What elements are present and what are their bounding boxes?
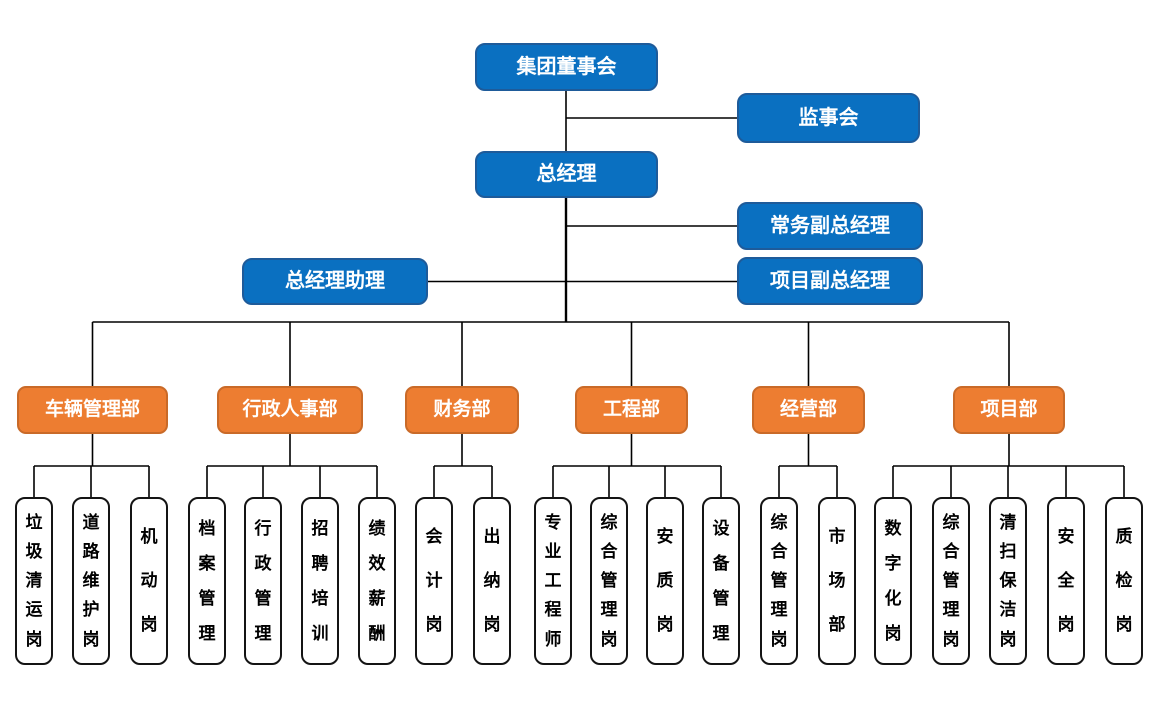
position-node-label: 道路维护岗 [82,512,100,649]
position-node-label: 行政管理 [254,518,272,643]
node-supervisory-board: 监事会 [737,93,920,143]
dept-admin-hr: 行政人事部 [217,386,363,434]
node-project-deputy-gm-label: 项目副总经理 [770,269,890,292]
position-node-label: 设备管理 [712,518,730,643]
dept-finance-label: 财务部 [433,399,491,421]
dept-operations-label: 经营部 [779,399,837,421]
position-node: 市场部 [818,497,856,665]
dept-operations: 经营部 [752,386,865,434]
position-node: 绩效薪酬 [358,497,396,665]
node-project-deputy-gm: 项目副总经理 [737,257,923,305]
position-node-label: 档案管理 [198,518,216,643]
dept-engineering: 工程部 [575,386,688,434]
position-node: 机动岗 [130,497,168,665]
position-node: 会计岗 [415,497,453,665]
dept-project: 项目部 [953,386,1065,434]
position-node: 安质岗 [646,497,684,665]
position-node: 出纳岗 [473,497,511,665]
position-node-label: 出纳岗 [483,527,501,635]
position-node-label: 安全岗 [1057,527,1075,635]
position-node-label: 综合管理岗 [942,512,960,649]
position-node-label: 招聘培训 [311,518,329,643]
position-node: 设备管理 [702,497,740,665]
node-general-manager-label: 总经理 [536,163,597,185]
dept-finance: 财务部 [405,386,519,434]
position-node-label: 质检岗 [1115,527,1133,635]
dept-project-label: 项目部 [980,399,1038,421]
dept-admin-hr-label: 行政人事部 [242,399,338,421]
position-node: 综合管理岗 [760,497,798,665]
node-general-manager: 总经理 [475,151,658,198]
dept-vehicle-management-label: 车辆管理部 [44,399,140,421]
position-node: 数字化岗 [874,497,912,665]
position-node: 综合管理岗 [590,497,628,665]
node-gm-assistant: 总经理助理 [242,258,428,305]
position-node-label: 数字化岗 [884,518,902,643]
position-node-label: 专业工程师 [544,512,562,649]
position-node-label: 会计岗 [425,527,443,635]
position-node: 招聘培训 [301,497,339,665]
position-node: 综合管理岗 [932,497,970,665]
dept-engineering-label: 工程部 [602,399,660,421]
position-node-label: 市场部 [828,527,846,635]
position-node-label: 清扫保洁岗 [999,512,1017,649]
position-node-label: 安质岗 [656,527,674,635]
node-executive-deputy-gm-label: 常务副总经理 [770,214,890,237]
position-node: 安全岗 [1047,497,1085,665]
position-node: 行政管理 [244,497,282,665]
position-node: 垃圾清运岗 [15,497,53,665]
position-node: 清扫保洁岗 [989,497,1027,665]
position-node-label: 绩效薪酬 [368,518,386,643]
dept-vehicle-management: 车辆管理部 [17,386,168,434]
position-node-label: 综合管理岗 [770,512,788,649]
position-node: 质检岗 [1105,497,1143,665]
node-executive-deputy-gm: 常务副总经理 [737,202,923,250]
position-node-label: 综合管理岗 [600,512,618,649]
position-node: 专业工程师 [534,497,572,665]
node-board-of-directors: 集团董事会 [475,43,658,91]
position-node-label: 垃圾清运岗 [25,512,43,649]
node-supervisory-board-label: 监事会 [798,106,859,129]
node-gm-assistant-label: 总经理助理 [285,270,385,292]
position-node: 道路维护岗 [72,497,110,665]
position-node: 档案管理 [188,497,226,665]
position-node-label: 机动岗 [140,527,158,635]
node-board-of-directors-label: 集团董事会 [516,55,617,78]
